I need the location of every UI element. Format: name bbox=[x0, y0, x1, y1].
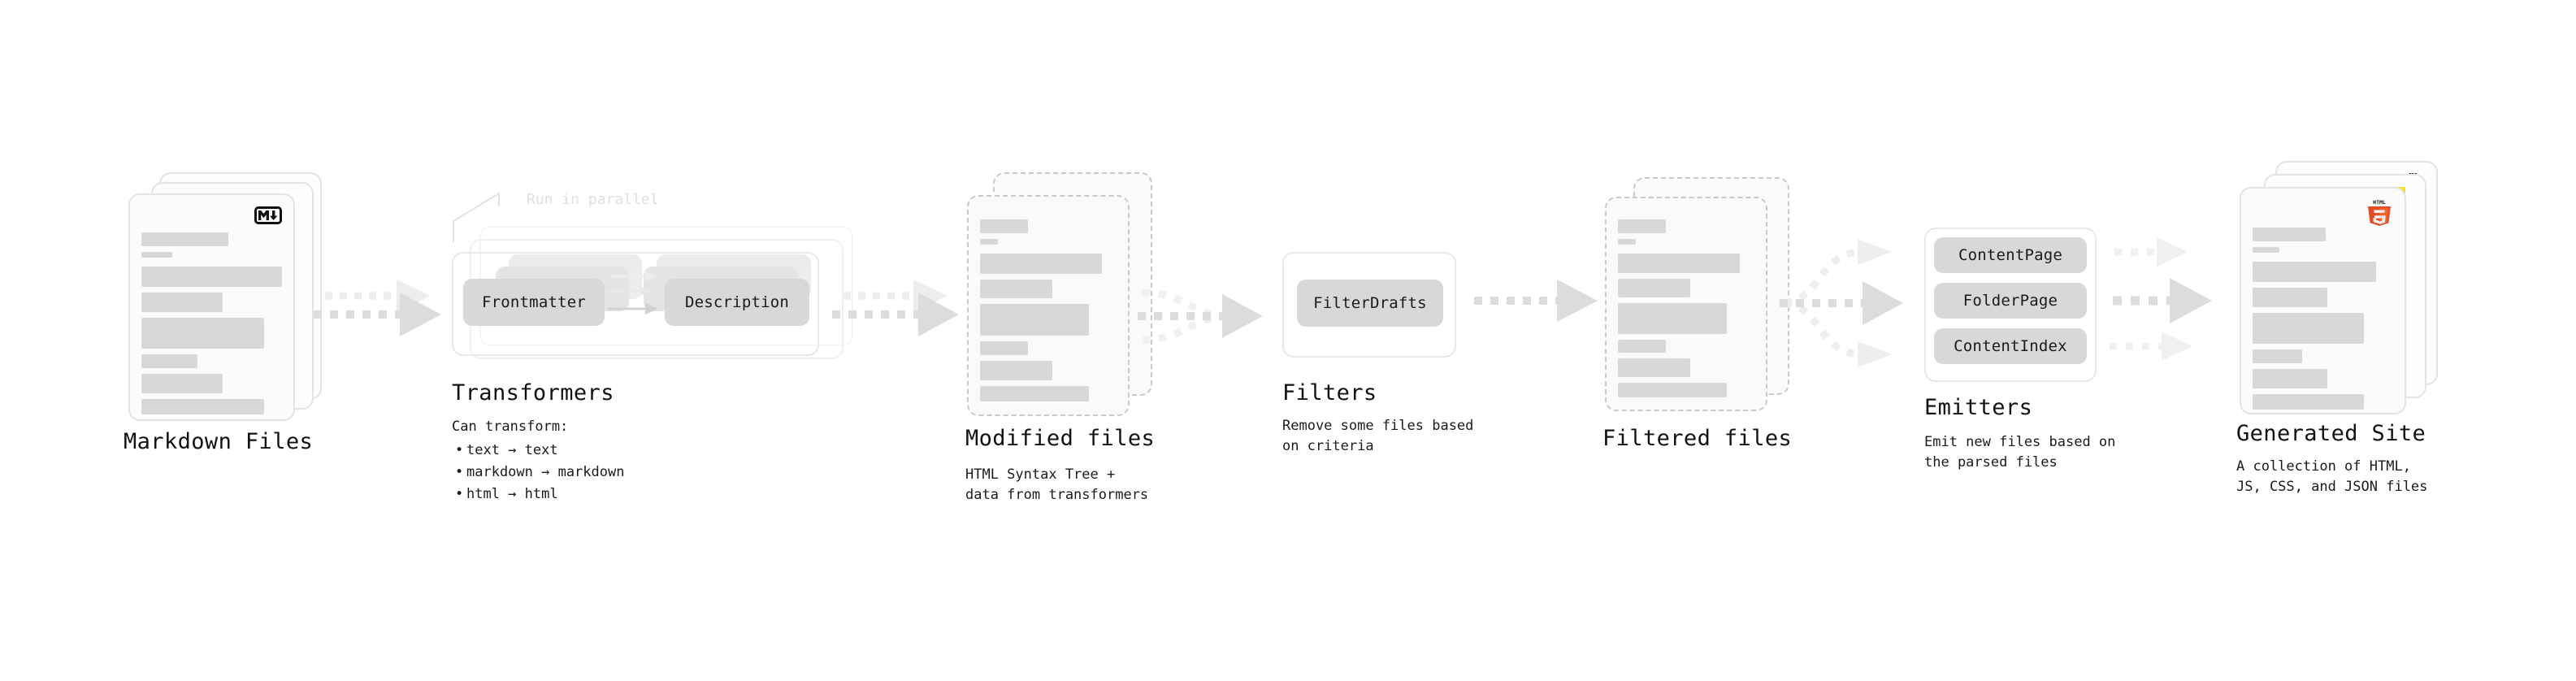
filters-panel bbox=[1282, 252, 1456, 358]
emitter-pill-contentindex[interactable]: ContentIndex bbox=[1934, 328, 2087, 364]
markdown-file-content bbox=[141, 232, 282, 420]
transformer-inner-arrow-back bbox=[611, 271, 657, 281]
svg-text:HTML: HTML bbox=[2373, 199, 2386, 206]
emitter-pill-contentpage[interactable]: ContentPage bbox=[1934, 237, 2087, 273]
markdown-file-card-front bbox=[128, 193, 295, 421]
filter-pill-filterdrafts[interactable]: FilterDrafts bbox=[1297, 280, 1443, 327]
filtered-file-card-front bbox=[1605, 197, 1767, 411]
arrow-filters-to-filtered bbox=[1474, 280, 1598, 322]
transformer-inner-arrow-front bbox=[608, 303, 658, 314]
transformer-panel-front bbox=[452, 252, 819, 356]
generated-site-subtitle: A collection of HTML, JS, CSS, and JSON … bbox=[2236, 458, 2428, 495]
markdown-files-title: Markdown Files bbox=[124, 429, 314, 454]
transformer-inner-arrow-mid bbox=[606, 286, 652, 296]
transformers-bullet-list: text → text markdown → markdown html → h… bbox=[452, 440, 625, 505]
transformers-bullet-2: html → html bbox=[455, 484, 624, 505]
modified-file-card-front bbox=[967, 195, 1130, 416]
filtered-files-title: Filtered files bbox=[1602, 426, 1793, 451]
transformer-pill-description[interactable]: Description bbox=[665, 279, 809, 326]
run-in-parallel-note: Run in parallel bbox=[527, 191, 659, 208]
arrow-emitters-to-site bbox=[2110, 237, 2212, 361]
modified-file-content bbox=[980, 219, 1117, 407]
transformers-bullet-0: text → text bbox=[455, 440, 624, 462]
filters-subtitle: Remove some files based on criteria bbox=[1282, 418, 1474, 454]
markdown-icon bbox=[254, 206, 282, 224]
modified-files-subtitle: HTML Syntax Tree + data from transformer… bbox=[965, 466, 1149, 503]
arrow-filtered-to-emitters bbox=[1780, 239, 1903, 367]
transformers-bullets: Can transform: text → text markdown → ma… bbox=[452, 416, 624, 505]
transformers-title: Transformers bbox=[452, 380, 614, 406]
emitters-subtitle: Emit new files based on the parsed files bbox=[1924, 434, 2116, 471]
html5-icon: HTML bbox=[2366, 198, 2393, 232]
generated-site-content bbox=[2253, 228, 2393, 415]
emitters-panel bbox=[1924, 228, 2097, 382]
filters-title: Filters bbox=[1282, 380, 1377, 406]
run-in-parallel-leader-line bbox=[453, 192, 500, 242]
arrow-modified-to-filters bbox=[1138, 288, 1263, 344]
filtered-file-content bbox=[1618, 219, 1754, 403]
transformers-lead: Can transform: bbox=[452, 419, 569, 435]
transformers-bullet-1: markdown → markdown bbox=[455, 462, 625, 484]
modified-files-title: Modified files bbox=[965, 426, 1156, 451]
generated-site-card-html: HTML bbox=[2240, 187, 2406, 414]
emitter-pill-folderpage[interactable]: FolderPage bbox=[1934, 283, 2087, 319]
generated-site-title: Generated Site bbox=[2236, 421, 2426, 446]
emitters-title: Emitters bbox=[1924, 395, 2033, 420]
transformer-pill-frontmatter[interactable]: Frontmatter bbox=[463, 279, 605, 326]
arrow-transformers-to-modified bbox=[832, 280, 959, 336]
arrow-markdown-to-transformers bbox=[314, 280, 441, 336]
